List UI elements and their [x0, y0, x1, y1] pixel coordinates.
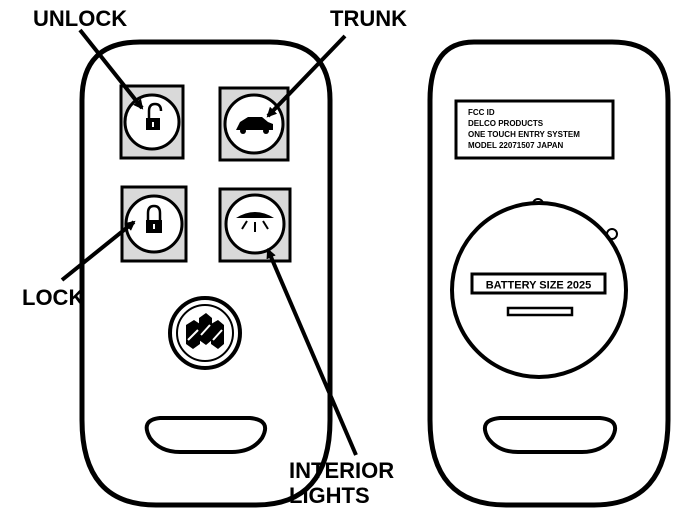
buick-logo [168, 296, 242, 370]
fob-front-body [79, 39, 333, 508]
fcc-label-line4: MODEL 22071507 JAPAN [468, 141, 564, 150]
fob-front-keyring-slot [144, 416, 267, 454]
fob-back-body [427, 39, 671, 508]
callout-trunk: TRUNK [266, 6, 407, 118]
callout-trunk-text: TRUNK [330, 6, 407, 31]
callout-interior-text-line1: INTERIOR [289, 458, 394, 483]
locked-padlock-icon [146, 204, 162, 233]
callout-trunk-arrow [266, 34, 347, 118]
callout-unlock-text: UNLOCK [33, 6, 127, 31]
unlocked-padlock-icon [146, 102, 163, 130]
callout-unlock: UNLOCK [33, 6, 144, 110]
battery-size-label: BATTERY SIZE 2025 [486, 280, 592, 292]
fob-back-keyring-slot [483, 416, 617, 454]
fcc-label: FCC ID DELCO PRODUCTS ONE TOUCH ENTRY SY… [454, 99, 615, 160]
callout-interior-text-line2: LIGHTS [289, 483, 370, 508]
buick-tri-shield-icon [186, 313, 224, 349]
callout-interior-arrow [266, 248, 358, 456]
battery-cover[interactable]: BATTERY SIZE 2025 [450, 201, 628, 379]
fcc-label-line3: ONE TOUCH ENTRY SYSTEM [468, 130, 580, 139]
callout-lock-text: LOCK [22, 285, 84, 310]
battery-size-label-box [470, 272, 607, 295]
interior-lights-button[interactable] [218, 187, 292, 263]
callout-lock-arrow [60, 220, 136, 282]
trunk-button[interactable] [218, 86, 290, 162]
interior-light-icon [236, 212, 274, 232]
callout-unlock-arrow [78, 28, 144, 110]
fob-front [79, 39, 333, 508]
car-trunk-icon [236, 117, 273, 134]
fob-back: FCC ID DELCO PRODUCTS ONE TOUCH ENTRY SY… [427, 39, 671, 508]
fcc-label-line1: FCC ID [468, 108, 495, 117]
battery-cover-slot [506, 306, 574, 317]
callout-interior-lights: INTERIOR LIGHTS [266, 248, 394, 508]
unlock-button[interactable] [119, 84, 185, 160]
callout-lock: LOCK [22, 220, 136, 310]
fcc-label-line2: DELCO PRODUCTS [468, 119, 544, 128]
